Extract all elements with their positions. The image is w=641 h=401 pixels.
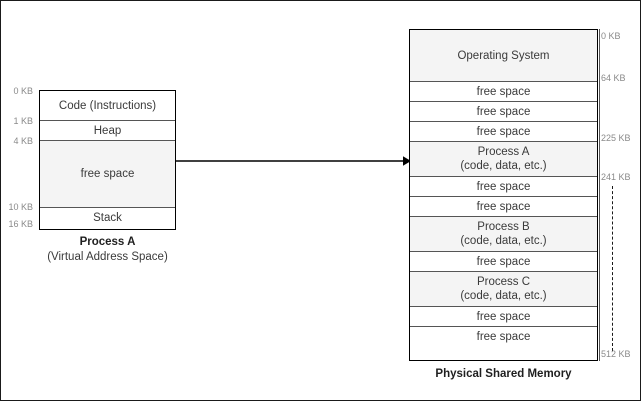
pm-row-0-label: Operating System (457, 49, 550, 62)
virtual-address-space-box: Code (Instructions) Heap free space Stac… (39, 90, 176, 230)
vas-caption-subtitle: (Virtual Address Space) (47, 251, 168, 263)
pm-address-label-241kb: 241 KB (601, 172, 631, 182)
pm-row-4-label: Process A (477, 146, 530, 158)
pm-row-4-sublabel: (code, data, etc.) (460, 160, 547, 172)
vas-row-stack-label: Stack (93, 212, 122, 224)
vas-row-free-space-label: free space (80, 168, 135, 180)
physical-memory-ruler (599, 29, 601, 361)
pm-row-2-label: free space (476, 105, 531, 118)
vas-address-label-0kb: 0 KB (13, 86, 33, 96)
pm-row-free-space-1: free space (410, 82, 597, 102)
physical-memory-box: Operating System free space free space f… (409, 29, 598, 361)
pm-row-11-label: free space (476, 331, 531, 343)
pm-row-7-sublabel: (code, data, etc.) (460, 235, 547, 247)
pm-row-3-label: free space (476, 125, 531, 138)
vas-row-free-space: free space (40, 141, 175, 208)
pm-row-free-space-8: free space (410, 327, 597, 347)
vas-address-label-16kb: 16 KB (8, 219, 33, 229)
virtual-address-space-caption: Process A (Virtual Address Space) (39, 235, 176, 265)
pm-row-free-space-6: free space (410, 252, 597, 272)
pm-row-free-space-4: free space (410, 177, 597, 197)
vas-address-label-10kb: 10 KB (8, 202, 33, 212)
pm-row-5-label: free space (476, 180, 531, 193)
vas-row-heap-label: Heap (93, 124, 122, 137)
vas-address-label-4kb: 4 KB (13, 136, 33, 146)
vas-row-stack: Stack (40, 208, 175, 228)
vas-address-label-1kb: 1 KB (13, 116, 33, 126)
vas-row-code-label: Code (Instructions) (58, 99, 157, 112)
pm-row-1-label: free space (476, 85, 531, 98)
physical-memory-dashed-extent (612, 186, 613, 351)
pm-row-free-space-7: free space (410, 307, 597, 327)
pm-address-label-64kb: 64 KB (601, 73, 626, 83)
pm-row-process-c: Process C (code, data, etc.) (410, 272, 597, 307)
pm-address-label-0kb: 0 KB (601, 31, 621, 41)
pm-row-free-space-5: free space (410, 197, 597, 217)
pm-row-9-sublabel: (code, data, etc.) (460, 290, 547, 302)
pm-address-label-512kb: 512 KB (601, 349, 631, 359)
pm-row-free-space-3: free space (410, 122, 597, 142)
pm-row-7-label: Process B (477, 221, 530, 233)
pm-address-label-225kb: 225 KB (601, 133, 631, 143)
pm-row-operating-system: Operating System (410, 30, 597, 82)
pm-caption-title: Physical Shared Memory (435, 368, 572, 380)
mapping-arrow (176, 156, 411, 166)
physical-memory-caption: Physical Shared Memory (409, 367, 598, 382)
pm-row-process-b: Process B (code, data, etc.) (410, 217, 597, 252)
pm-row-process-a: Process A (code, data, etc.) (410, 142, 597, 177)
vas-row-code: Code (Instructions) (40, 91, 175, 121)
pm-row-9-label: Process C (476, 276, 531, 288)
vas-row-heap: Heap (40, 121, 175, 141)
pm-row-8-label: free space (476, 255, 531, 268)
pm-row-6-label: free space (476, 200, 531, 213)
vas-caption-title: Process A (79, 236, 136, 248)
pm-row-10-label: free space (476, 310, 531, 323)
pm-row-free-space-2: free space (410, 102, 597, 122)
